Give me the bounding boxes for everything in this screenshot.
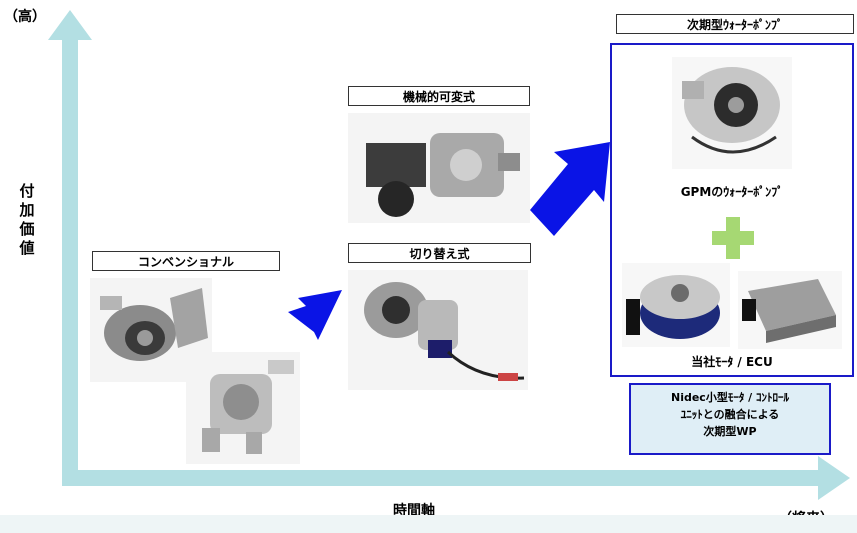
switching-pump-photo (348, 270, 528, 390)
callout-line-1: Nidec小型ﾓｰﾀ / ｺﾝﾄﾛｰﾙ (670, 391, 789, 404)
conventional-pump-photo-1 (90, 278, 212, 382)
callout-line-3: 次期型WP (703, 425, 757, 438)
footer-strip (0, 515, 857, 533)
motor-ecu-caption: 当社ﾓｰﾀ / ECU (691, 355, 773, 369)
progress-arrow-2 (530, 142, 610, 236)
stage-label-mechanical-variable: 機械的可変式 (348, 86, 530, 106)
gpm-pump-photo (672, 57, 792, 169)
y-axis-top-label: （高） (4, 9, 46, 25)
progress-arrow-1 (288, 290, 342, 340)
callout-line-2: ﾕﾆｯﾄとの融合による (680, 408, 780, 421)
y-axis-label: 付 加 価 値 (19, 182, 35, 257)
mechanical-variable-pump-photo (348, 113, 530, 223)
stage-label-next-gen: 次期型ｳｫｰﾀｰﾎﾟﾝﾌﾟ (616, 14, 854, 34)
next-gen-box: GPMのｳｫｰﾀｰﾎﾟﾝﾌﾟ 当社ﾓｰﾀ / ECU (610, 43, 854, 377)
conventional-pump-photo-2 (186, 352, 300, 464)
next-gen-callout: Nidec小型ﾓｰﾀ / ｺﾝﾄﾛｰﾙ ﾕﾆｯﾄとの融合による 次期型WP (629, 383, 831, 455)
ecu-photo (738, 271, 842, 349)
stage-label-switching: 切り替え式 (348, 243, 531, 263)
stage-label-conventional: コンベンショナル (92, 251, 280, 271)
motor-photo (622, 263, 730, 347)
plus-icon (712, 217, 754, 259)
gpm-pump-caption: GPMのｳｫｰﾀｰﾎﾟﾝﾌﾟ (680, 185, 784, 199)
